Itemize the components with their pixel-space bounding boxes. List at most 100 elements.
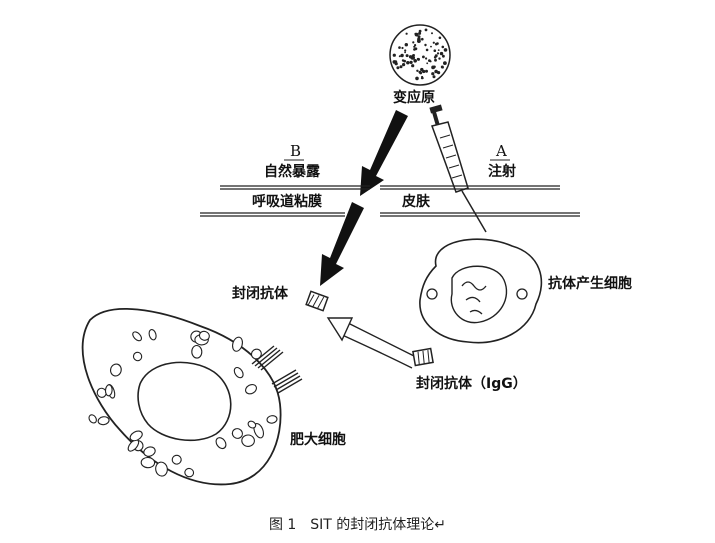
skin-label: 皮肤: [401, 193, 431, 210]
allergen-dot: [425, 57, 428, 60]
route-b-label: 自然暴露: [264, 163, 321, 180]
allergen-dot: [413, 48, 416, 51]
secretion-arrow: [326, 317, 419, 369]
mast-cell-granule: [155, 461, 168, 477]
natural-exposure-arrow: [320, 110, 408, 286]
mast-cell-granule: [231, 428, 244, 439]
syringe-icon: [429, 104, 487, 233]
allergen-dot: [433, 49, 437, 52]
mast-cell-granule: [171, 454, 182, 465]
allergen-dot: [406, 61, 410, 65]
mast-cell-granule: [191, 344, 203, 359]
allergen-dot: [404, 51, 406, 54]
allergen-dot: [432, 41, 435, 44]
allergen-dot: [416, 57, 419, 60]
allergen-dot: [430, 45, 432, 48]
allergen-particle: [389, 24, 451, 86]
allergen-dot: [417, 35, 421, 39]
mast-cell-granule: [233, 366, 244, 379]
allergen-dot: [405, 32, 408, 35]
allergen-dot: [412, 41, 415, 44]
allergen-dot: [411, 55, 415, 60]
mast-cell-granule: [143, 446, 156, 457]
figure-caption: 图 1 SIT 的封闭抗体理论↵: [268, 517, 447, 533]
allergen-dot: [433, 65, 436, 69]
mast-cell-granule: [241, 434, 255, 447]
tissue-layers: [200, 185, 580, 217]
mast-cell-granule: [88, 414, 97, 424]
mast-cell-granule: [247, 420, 257, 429]
allergen-dot: [405, 54, 409, 58]
mast-cell-granule: [232, 336, 243, 352]
allergen-dot: [438, 36, 442, 40]
mast-cell: [81, 307, 303, 486]
allergen-dot: [411, 64, 415, 68]
allergen-dot: [404, 43, 408, 47]
allergen-dot: [392, 53, 396, 57]
allergen-dot: [398, 55, 401, 58]
mast-cell-granule: [110, 363, 122, 377]
mast-cell-granule: [266, 415, 278, 424]
allergen-dot: [436, 42, 439, 45]
allergen-dot: [434, 58, 437, 62]
allergen-dot: [441, 66, 444, 69]
allergen-dot: [413, 59, 418, 63]
mast-cell-granule: [132, 351, 143, 362]
allergen-dot: [431, 32, 433, 35]
mucosa-label: 呼吸道粘膜: [252, 193, 322, 210]
allergen-dot: [418, 29, 422, 33]
allergen-dot: [432, 75, 436, 79]
allergen-dot: [436, 52, 440, 55]
allergen-dot: [438, 57, 441, 60]
allergen-dot: [425, 48, 429, 52]
allergen-dot: [429, 60, 432, 63]
route-a-label: 注射: [488, 163, 516, 180]
mast-cell-label: 肥大细胞: [290, 431, 346, 448]
allergen-dot: [403, 59, 406, 63]
allergen-dot: [421, 76, 424, 80]
mast-cell-granule: [97, 416, 110, 426]
allergen-dot: [401, 46, 404, 50]
allergen-dot: [394, 62, 398, 66]
allergen-dot: [418, 70, 422, 74]
mast-cell-granule: [245, 384, 257, 395]
allergen-dot: [402, 63, 406, 67]
mast-cell-granule: [140, 456, 156, 469]
allergen-dot: [418, 31, 422, 35]
allergen-dot: [416, 69, 419, 73]
allergen-dot: [409, 60, 413, 64]
allergen-dot: [417, 37, 421, 42]
allergen-dot: [425, 69, 428, 73]
blocking-antibody-label: 封闭抗体: [232, 285, 289, 302]
allergen-dot: [404, 49, 407, 52]
route-b-letter: B: [290, 142, 301, 160]
antibody-cell-label: 抗体产生细胞: [548, 275, 632, 292]
antibody-producing-cell: [419, 238, 543, 344]
mast-cell-granule: [184, 467, 195, 478]
allergen-dot: [413, 45, 416, 48]
mast-cell-granule: [132, 331, 142, 342]
mast-cell-granule: [198, 330, 210, 341]
allergen-dot: [396, 66, 400, 70]
allergen-dot: [437, 49, 440, 51]
allergen-dot: [441, 45, 445, 49]
allergen-dot: [443, 61, 447, 65]
allergen-dot: [420, 67, 424, 72]
allergen-dot: [414, 32, 419, 37]
blocking-antibody-igg-label: 封闭抗体（IgG）: [416, 375, 527, 392]
allergen-dot: [421, 37, 424, 41]
allergen-dot: [400, 53, 404, 58]
mast-cell-granule: [215, 437, 227, 450]
allergen-label: 变应原: [393, 89, 435, 106]
mast-cell-granule: [148, 328, 157, 341]
mast-cell-granule: [129, 430, 143, 442]
allergen-dot: [426, 62, 429, 65]
mast-cell-granule: [104, 384, 113, 397]
allergen-dot: [443, 48, 448, 52]
allergen-dot: [424, 43, 427, 47]
allergen-dot: [398, 46, 401, 49]
allergen-dot: [399, 65, 403, 69]
allergen-dot: [415, 76, 419, 81]
route-a-letter: A: [495, 142, 507, 160]
